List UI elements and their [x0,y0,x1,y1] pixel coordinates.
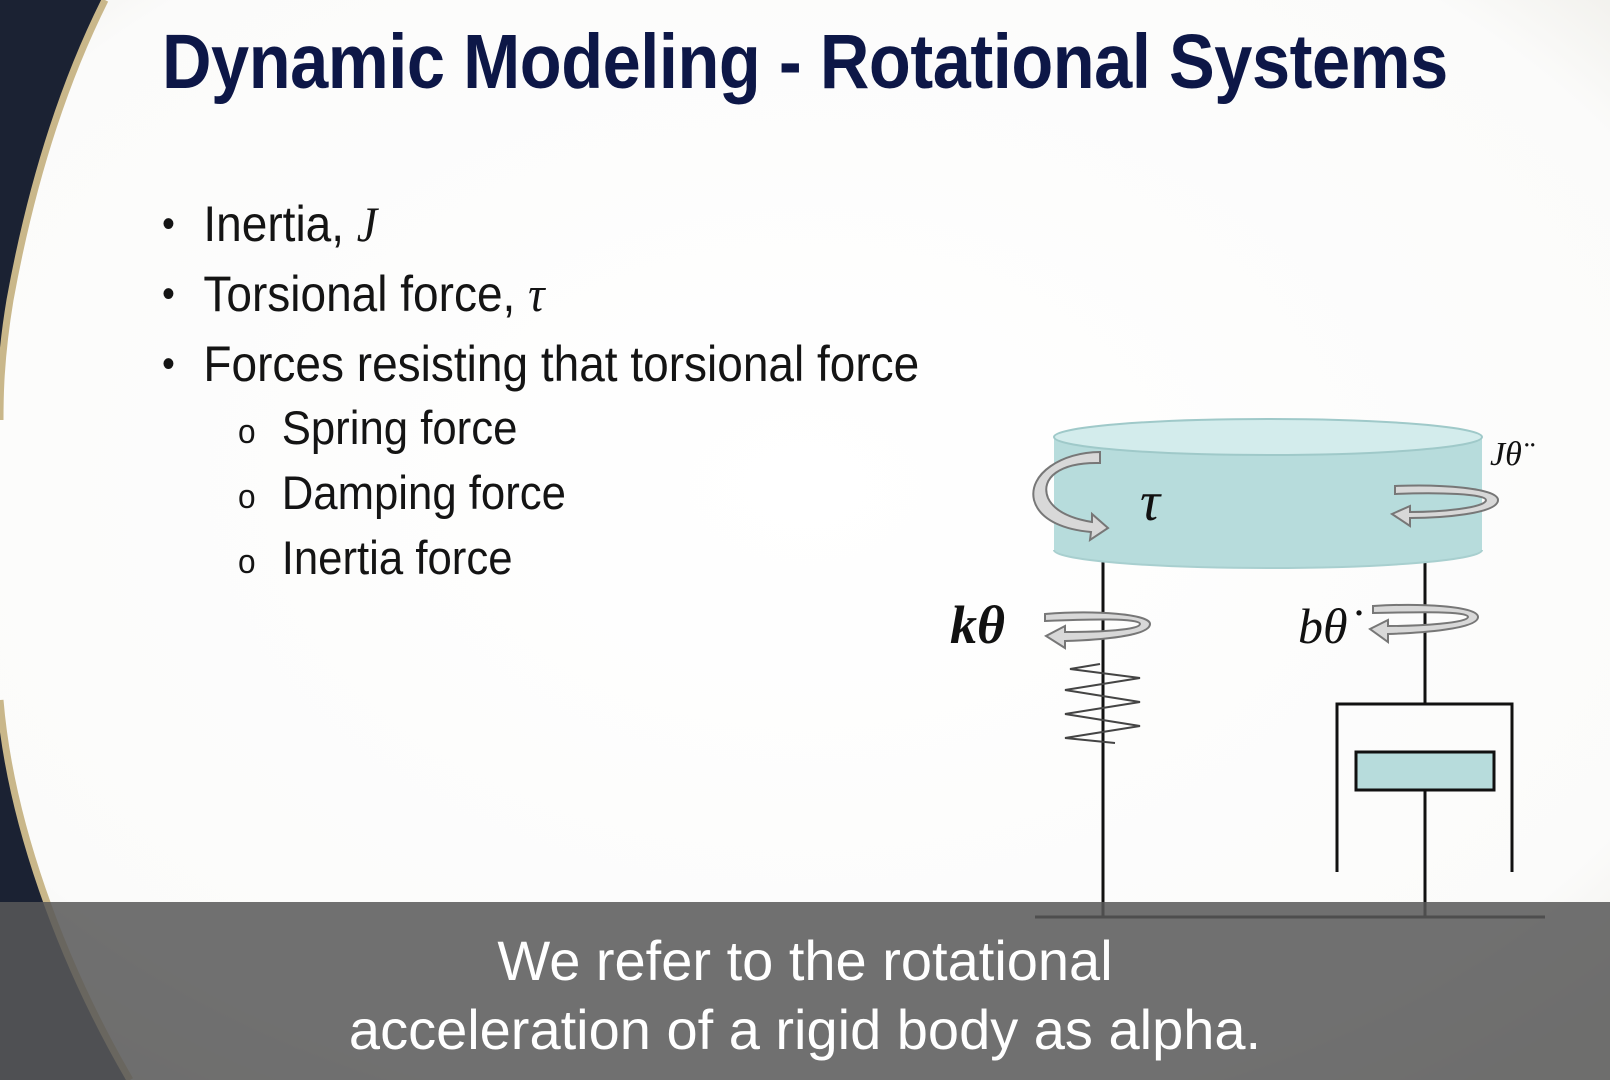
inertia-disk-side [1054,437,1482,568]
spring-coil [1064,663,1141,744]
inertia-torque-arrow-icon [1389,484,1500,528]
inertia-term-label: Jθ̈ [1490,436,1535,473]
bullet-text: Forces resisting that torsional force [203,336,920,392]
sub-bullet-text: Spring force [281,401,518,454]
bullet-dot: • [162,202,175,246]
damper-torque-arrow-icon [1368,603,1480,644]
caption-line-2: acceleration of a rigid body as alpha. [348,998,1262,1061]
bullet-dot: • [162,272,175,316]
bullet-symbol: J [356,196,378,252]
damper-piston [1354,750,1496,792]
bullet-text: Torsional force, [203,266,529,322]
sub-bullet-marker: o [238,478,256,516]
torque-arrow-icon [1032,450,1110,543]
frame-gold-top [0,0,109,421]
torque-label: τ [1140,471,1162,533]
spring-torque-arrow-icon [1044,611,1152,650]
damper-cylinder [1335,702,1514,872]
sub-bullet-text: Damping force [281,466,566,519]
damping-term-label: bθ̇ [1298,598,1363,654]
sub-bullet-text: Inertia force [281,531,513,584]
spring-term-label: kθ [950,595,1005,655]
bullet-text: Inertia, [203,196,357,252]
sub-bullet-marker: o [238,413,256,451]
caption-bar: We refer to the rotational acceleration … [0,902,1610,1080]
caption-line-1: We refer to the rotational [497,929,1113,992]
inertia-disk-top [1053,418,1483,456]
bullet-symbol: τ [528,266,545,322]
slide-title: Dynamic Modeling - Rotational Systems [162,19,1448,105]
sub-bullet-marker: o [238,543,256,581]
bullet-dot: • [162,342,175,386]
frame-top-left [0,0,105,420]
